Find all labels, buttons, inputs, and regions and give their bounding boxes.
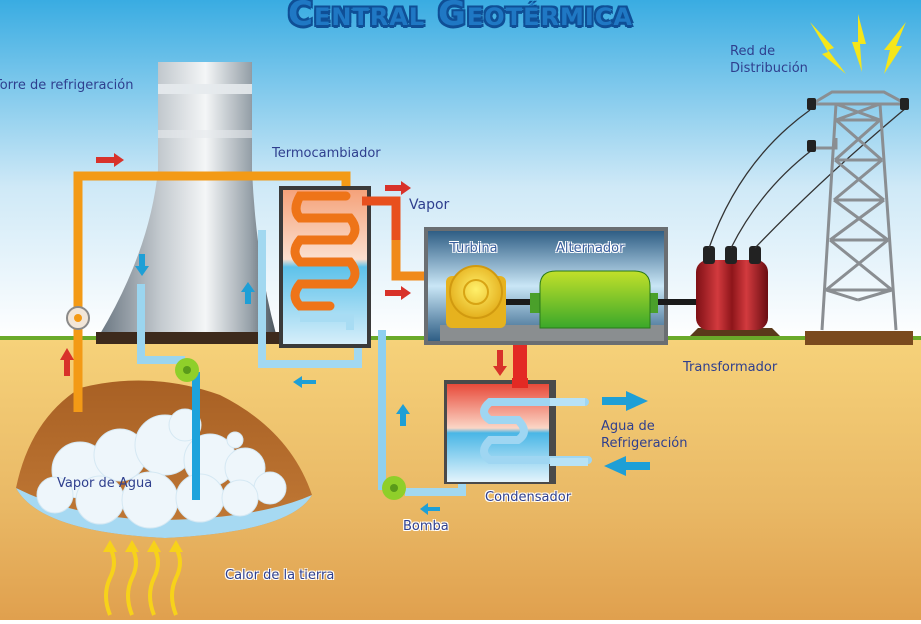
lightning-icons [810, 14, 906, 74]
label-earth-heat: Calor de la tierra [225, 568, 335, 583]
earth-heat-arrows [104, 547, 182, 616]
label-cooling-tower: Torre de refrigeración [0, 78, 134, 93]
label-transformer: Transformador [683, 360, 778, 375]
label-turbine: Turbina [450, 241, 498, 256]
page-title: Central Geotérmica [288, 0, 633, 34]
label-cooling-water-line1: Agua de [601, 419, 655, 434]
label-alternator: Alternador [556, 241, 625, 256]
earth-heat-arrowheads [103, 540, 183, 552]
steam-reservoir [16, 380, 312, 538]
magma [0, 585, 357, 624]
alternator [530, 270, 658, 329]
label-grid-line1: Red de [730, 44, 776, 59]
label-heat-exchanger: Termocambiador [272, 146, 381, 161]
flow-arrows-hot [60, 153, 507, 376]
valve-core [74, 314, 82, 322]
power-lines [708, 107, 907, 249]
pump-core [183, 366, 191, 374]
label-grid-line2: Distribución [730, 61, 808, 76]
heat-exchanger [279, 186, 371, 348]
turbine [446, 265, 506, 328]
flow-arrows-cold [135, 254, 650, 515]
label-cooling-water-line2: Refrigeración [601, 436, 688, 451]
insulators [807, 98, 909, 152]
label-water-vapor: Vapor de Agua [57, 476, 153, 491]
label-steam: Vapor [409, 197, 450, 213]
label-condenser: Condensador [485, 490, 572, 505]
label-pump: Bomba [403, 519, 449, 534]
pump-bomba-core [390, 484, 398, 492]
transformer [690, 246, 780, 336]
condenser [444, 378, 592, 484]
